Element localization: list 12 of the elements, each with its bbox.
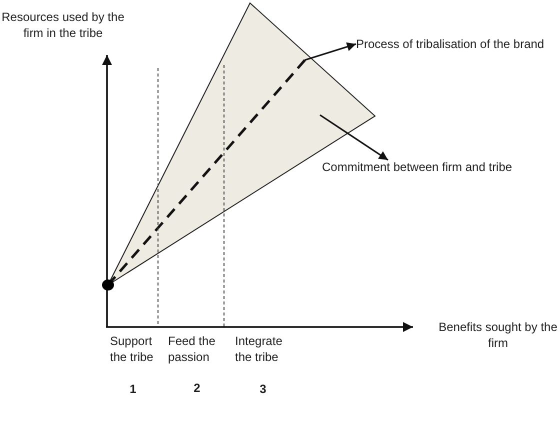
axis-title: Resources used by the firm in the tribe: [0, 10, 126, 41]
annotation-text: Commitment between firm and tribe: [322, 160, 512, 174]
axis-title: Benefits sought by the firm: [438, 320, 558, 351]
phase-number: 2: [194, 381, 200, 396]
phase-label: Feed the passion: [168, 334, 216, 365]
phase-number: 1: [130, 382, 136, 398]
phase-label: Support the tribe: [110, 334, 154, 365]
leader-arrow: [320, 114, 388, 161]
annotation-text: Process of tribalisation of the brand: [356, 37, 544, 51]
leader-arrow: [304, 42, 356, 61]
phase-label: Integrate the tribe: [235, 334, 284, 365]
phase-number: 3: [260, 382, 266, 398]
